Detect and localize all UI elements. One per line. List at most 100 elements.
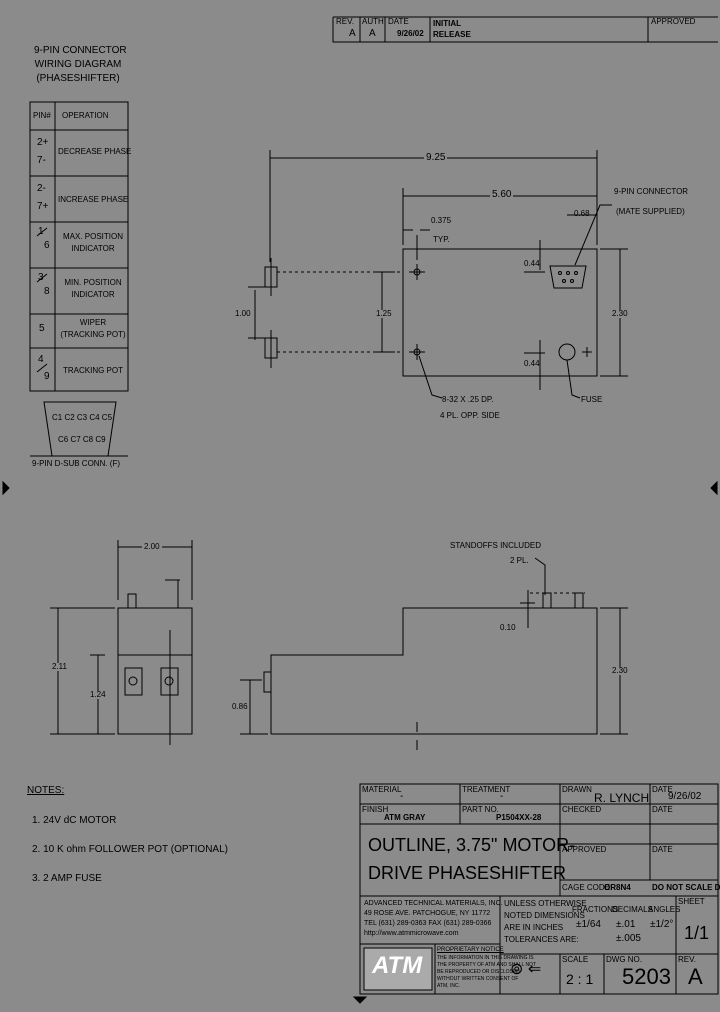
- dim-top-hole: 0.44: [524, 259, 540, 268]
- drawn-label: DRAWN: [562, 785, 592, 794]
- dim-end-height: 2.11: [52, 662, 67, 671]
- note-item: 2. 10 K ohm FOLLOWER POT (OPTIONAL): [32, 844, 228, 855]
- angles-label: ANGLES: [648, 905, 681, 914]
- decimals-value: ±.005: [616, 933, 641, 944]
- do-not-scale-note: DO NOT SCALE DWG: [652, 883, 720, 892]
- company-website: http://www.atmmicrowave.com: [364, 930, 459, 937]
- drawing-title-line2: DRIVE PHASESHIFTER: [368, 863, 567, 883]
- approved-label: APPROVED: [562, 845, 607, 854]
- scale-label: SCALE: [562, 955, 589, 964]
- sheet-value: 1/1: [684, 923, 710, 943]
- operation-line1: DECREASE PHASE: [58, 147, 132, 156]
- pin-bottom: 6: [44, 240, 50, 251]
- operation-line2: INDICATOR: [71, 244, 115, 253]
- tolerance-note-line4: TOLERANCES ARE:: [504, 935, 579, 944]
- operation-line2: (TRACKING POT): [60, 330, 126, 339]
- screw-callout-line2: 4 PL. OPP. SIDE: [440, 411, 500, 420]
- material-label: MATERIAL: [362, 785, 402, 794]
- operation-line2: INDICATOR: [71, 290, 115, 299]
- treatment-value: -: [500, 791, 504, 802]
- rev-value: A: [349, 28, 356, 39]
- wiring-title-line3: (PHASESHIFTER): [36, 73, 120, 84]
- pin-bottom: 7+: [37, 201, 49, 212]
- auth-header: AUTH: [362, 17, 384, 26]
- part-no-value: P1504XX-28: [496, 813, 542, 822]
- projection-symbol-icon: ⊚ ⇐: [510, 961, 542, 978]
- dim-top-height: 2.30: [612, 309, 628, 318]
- proprietary-text: ATM, INC.: [437, 983, 460, 989]
- company-address: 49 ROSE AVE. PATCHOGUE, NY 11772: [364, 910, 491, 917]
- dim-body-length: 5.60: [490, 189, 514, 200]
- pin-top: 1: [38, 226, 44, 237]
- fuse-callout: FUSE: [581, 395, 603, 404]
- note-item: 3. 2 AMP FUSE: [32, 873, 102, 884]
- decimals-label: DECIMALS: [612, 905, 653, 914]
- dim-overall-length: 9.25: [424, 152, 448, 163]
- decimals-value: ±.01: [616, 919, 636, 930]
- standoffs-callout-line2: 2 PL.: [510, 556, 529, 565]
- company-phone: TEL (631) 289-0363 FAX (631) 289-0366: [364, 920, 492, 927]
- pin-top: 2+: [37, 137, 49, 148]
- rev-date: 9/26/02: [397, 29, 424, 38]
- material-value: -: [400, 791, 404, 802]
- company-name: ADVANCED TECHNICAL MATERIALS, INC.: [364, 900, 503, 907]
- connector-callout-line2: (MATE SUPPLIED): [616, 207, 685, 216]
- pin-top: 3: [38, 272, 44, 283]
- dim-side-height: 2.30: [612, 666, 628, 675]
- pin-bottom: 7-: [37, 155, 46, 166]
- dim-hole-offset: 0.375: [431, 216, 452, 225]
- checked-label: CHECKED: [562, 805, 602, 814]
- fractions-value: ±1/64: [576, 919, 601, 930]
- dim-end-width: 2.00: [142, 542, 162, 551]
- approved-header: APPROVED: [651, 17, 696, 26]
- rev-description-line2: RELEASE: [433, 30, 471, 39]
- date-header: DATE: [388, 17, 409, 26]
- drawing-number: 5203: [622, 964, 671, 989]
- cage-code-value: OR8N4: [604, 883, 631, 892]
- rev-label: REV.: [678, 955, 696, 964]
- revision-value: A: [688, 964, 703, 989]
- dim-end-shaft: 1.24: [90, 690, 106, 699]
- dim-hole-typ: TYP.: [433, 235, 450, 244]
- drawn-date-value: 9/26/02: [668, 791, 702, 802]
- angles-value: ±1/2°: [650, 919, 674, 930]
- operation-line1: MIN. POSITION: [64, 278, 122, 287]
- drawn-value: R. LYNCH: [594, 791, 650, 805]
- drawing-title-line1: OUTLINE, 3.75" MOTOR-: [368, 835, 576, 855]
- standoffs-callout-line1: STANDOFFS INCLUDED: [450, 541, 541, 550]
- dim-left-height: 1.00: [235, 309, 251, 318]
- rev-description-line1: INITIAL: [433, 19, 461, 28]
- col-operation-header: OPERATION: [62, 111, 109, 120]
- tolerance-note-line1: UNLESS OTHERWISE: [504, 899, 587, 908]
- pin-top: 4: [38, 354, 44, 365]
- notes-title: NOTES:: [27, 785, 65, 796]
- operation-line1: INCREASE PHASE: [58, 195, 129, 204]
- wiring-title-line2: WIRING DIAGRAM: [34, 59, 122, 70]
- finish-value: ATM GRAY: [384, 813, 426, 822]
- fractions-label: FRACTIONS: [572, 905, 619, 914]
- proprietary-text: WITHOUT WRITTEN CONSENT OF: [437, 976, 519, 982]
- auth-value: A: [369, 28, 376, 39]
- treatment-label: TREATMENT: [462, 785, 511, 794]
- col-pin-header: PIN#: [33, 111, 51, 120]
- scale-value: 2 : 1: [566, 971, 594, 987]
- dsub-connector-label: 9-PIN D-SUB CONN. (F): [32, 459, 120, 468]
- rev-header: REV.: [336, 17, 354, 26]
- connector-callout-line1: 9-PIN CONNECTOR: [614, 187, 689, 196]
- pin-bottom: 8: [44, 286, 50, 297]
- operation-line1: WIPER: [79, 318, 107, 327]
- tolerance-note-line3: ARE IN INCHES: [504, 923, 564, 932]
- finish-label: FINISH: [362, 805, 389, 814]
- proprietary-text: BE REPRODUCED OR DISCLOSED: [437, 969, 520, 975]
- screw-callout-line1: 8-32 X .25 DP.: [442, 395, 494, 404]
- operation-line1: MAX. POSITION: [62, 232, 123, 241]
- dwg-no-label: DWG NO.: [606, 955, 642, 964]
- checked-date-label: DATE: [652, 805, 673, 814]
- dim-hole-spacing: 1.25: [376, 309, 392, 318]
- tolerance-note-line2: NOTED DIMENSIONS: [504, 911, 585, 920]
- operation-line1: TRACKING POT: [62, 366, 123, 375]
- atm-logo: ATM: [372, 952, 423, 979]
- wiring-title-line1: 9-PIN CONNECTOR: [34, 45, 127, 56]
- dim-standoff: 0.10: [500, 623, 516, 632]
